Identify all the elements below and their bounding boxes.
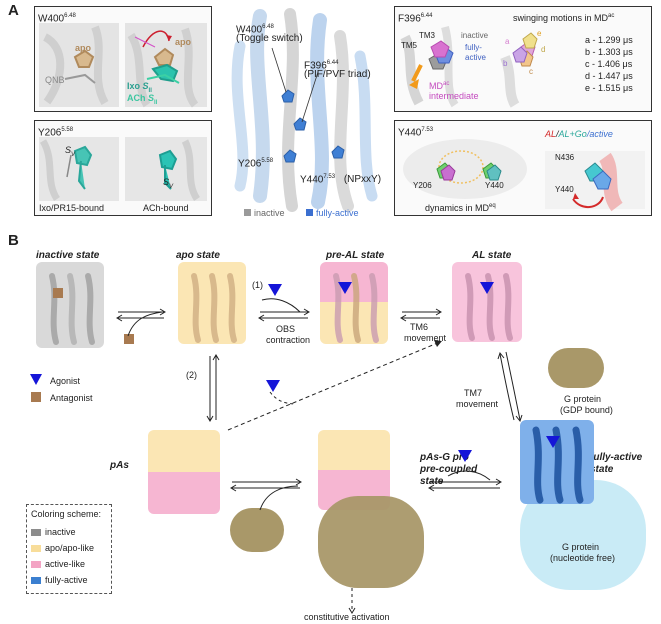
coloring-item-fullyactive: fully-active bbox=[31, 575, 88, 585]
agonist-label: Agonist bbox=[50, 376, 81, 386]
f396-time-e: e - 1.515 μs bbox=[585, 83, 633, 93]
state-apo-title: apo state bbox=[176, 250, 220, 261]
state-fully-title-2: state bbox=[590, 464, 614, 475]
f396-letter-d: d bbox=[541, 45, 546, 54]
route-two-label: (2) bbox=[186, 370, 197, 380]
f396-inactive: inactive bbox=[461, 31, 489, 40]
antagonist-key-icon bbox=[31, 392, 41, 402]
y206-sv-2: SV bbox=[163, 177, 174, 190]
antagonist-label: Antagonist bbox=[50, 393, 93, 403]
state-al-title: AL state bbox=[472, 250, 512, 261]
y206-caption-right: ACh-bound bbox=[143, 203, 189, 213]
state-pasg-title-1: pAs-G pro bbox=[420, 452, 469, 463]
tm7-label-1: TM7 bbox=[464, 388, 482, 398]
center-y206-label: Y2065.58 bbox=[238, 158, 274, 170]
nf-gprotein-label-2: (nucleotide free) bbox=[550, 553, 616, 563]
coloring-item-inactive: inactive bbox=[31, 527, 76, 537]
w400-title: W4006.48 bbox=[38, 13, 76, 25]
y440-structure-drawing bbox=[403, 139, 645, 212]
w400-apo-left: apo bbox=[75, 43, 92, 53]
y440-y206: Y206 bbox=[413, 181, 432, 190]
receptor-center-drawing bbox=[231, 8, 378, 216]
w400-apo-right: apo bbox=[175, 37, 192, 47]
y440-legend: AL/AL+Go/active bbox=[545, 129, 613, 139]
constitutive-label: constitutive activation bbox=[304, 612, 390, 622]
f396-letter-e: e bbox=[537, 29, 542, 38]
f396-active: active bbox=[465, 53, 486, 62]
tm7-label-2: movement bbox=[456, 399, 499, 409]
gdp-gprotein-label-1: G protein bbox=[564, 394, 602, 404]
y206-caption-left: Ixo/PR15-bound bbox=[39, 203, 105, 213]
f396-swing-label: swinging motions in MDac bbox=[513, 13, 615, 23]
y206-sv-1: SV bbox=[65, 145, 76, 158]
f396-intermediate: intermediate bbox=[429, 91, 479, 101]
center-legend-inactive: inactive bbox=[254, 208, 285, 218]
f396-tm5: TM5 bbox=[401, 41, 417, 50]
free-gprotein-left bbox=[230, 508, 284, 552]
gdp-gprotein bbox=[548, 348, 604, 388]
w400-ach: ACh SII bbox=[127, 93, 158, 106]
w400-ixo: Ixo SII bbox=[127, 81, 152, 94]
panel-a-letter: A bbox=[8, 2, 19, 19]
f396-time-b: b - 1.303 μs bbox=[585, 47, 633, 57]
f396-structure-drawing bbox=[400, 25, 538, 108]
panel-b-letter: B bbox=[8, 232, 19, 249]
state-pasg-title-2: pre-coupled bbox=[420, 464, 478, 475]
y440-y440b: Y440 bbox=[555, 185, 574, 194]
state-pas-title: pAs bbox=[110, 460, 129, 471]
nf-gprotein-label-1: G protein bbox=[562, 542, 600, 552]
coloring-scheme-title: Coloring scheme: bbox=[31, 509, 102, 519]
center-w400-label: W4006.48 bbox=[236, 24, 274, 36]
route-one-label: (1) bbox=[252, 280, 263, 290]
f396-letter-c: c bbox=[529, 67, 533, 76]
y440-inset: Y4407.53 AL/AL+Go/active Y206 Y440 N436 … bbox=[394, 120, 652, 216]
f396-letter-a: a bbox=[505, 37, 510, 46]
y206-inset: Y2065.58 SV SV Ixo/PR15-bound ACh-bound bbox=[34, 120, 212, 216]
y440-n436: N436 bbox=[555, 153, 575, 162]
f396-letter-b: b bbox=[503, 59, 508, 68]
coloring-item-apo: apo/apo-like bbox=[31, 543, 94, 553]
tm6-label-2: movement bbox=[404, 333, 447, 343]
w400-inset: W4006.48 apo QNB apo Ixo SII ACh SII bbox=[34, 6, 212, 112]
center-y440-label: Y4407.53 (NPxxY) bbox=[300, 174, 382, 186]
key-symbols bbox=[30, 374, 42, 402]
f396-inset: F3966.44 swinging motions in MDac TM5 TM… bbox=[394, 6, 652, 112]
gdp-gprotein-label-2: (GDP bound) bbox=[560, 405, 613, 415]
y440-dynamics: dynamics in MDeq bbox=[425, 203, 496, 213]
y440-y440a: Y440 bbox=[485, 181, 504, 190]
agonist-key-icon bbox=[30, 374, 42, 385]
coloring-item-activelike: active-like bbox=[31, 559, 85, 569]
tm6-label-1: TM6 bbox=[410, 322, 428, 332]
f396-time-d: d - 1.447 μs bbox=[585, 71, 633, 81]
f396-time-a: a - 1.299 μs bbox=[585, 35, 633, 45]
f396-title: F3966.44 bbox=[398, 13, 433, 25]
center-pif-label: (PIF/PVF triad) bbox=[304, 69, 371, 80]
coloring-scheme-legend: Coloring scheme: inactive apo/apo-like a… bbox=[26, 504, 112, 594]
obs-label-1: OBS bbox=[276, 324, 296, 334]
f396-time-c: c - 1.406 μs bbox=[585, 59, 633, 69]
y440-title: Y4407.53 bbox=[398, 127, 434, 139]
f396-fully: fully- bbox=[465, 43, 482, 52]
center-legend-active: fully-active bbox=[316, 208, 359, 218]
obs-label-2: contraction bbox=[266, 335, 311, 345]
pas-receptor-bottom bbox=[148, 472, 220, 514]
center-toggle-label: (Toggle switch) bbox=[236, 33, 303, 44]
w400-structure-drawing bbox=[39, 23, 207, 108]
state-fully-title-1: fully-active bbox=[590, 452, 643, 463]
y206-structure-drawing bbox=[39, 137, 207, 201]
center-f396-label: F3966.44 bbox=[304, 60, 339, 72]
pasg-receptor-top bbox=[318, 430, 390, 470]
y206-title: Y2065.58 bbox=[38, 127, 74, 139]
w400-qnb: QNB bbox=[45, 75, 65, 85]
pasg-gprotein bbox=[318, 496, 424, 588]
f396-md-label: MDac bbox=[429, 81, 450, 91]
state-inactive-title: inactive state bbox=[36, 250, 100, 261]
pas-receptor-top bbox=[148, 430, 220, 472]
f396-tm3: TM3 bbox=[419, 31, 435, 40]
state-preal-title: pre-AL state bbox=[326, 250, 385, 261]
